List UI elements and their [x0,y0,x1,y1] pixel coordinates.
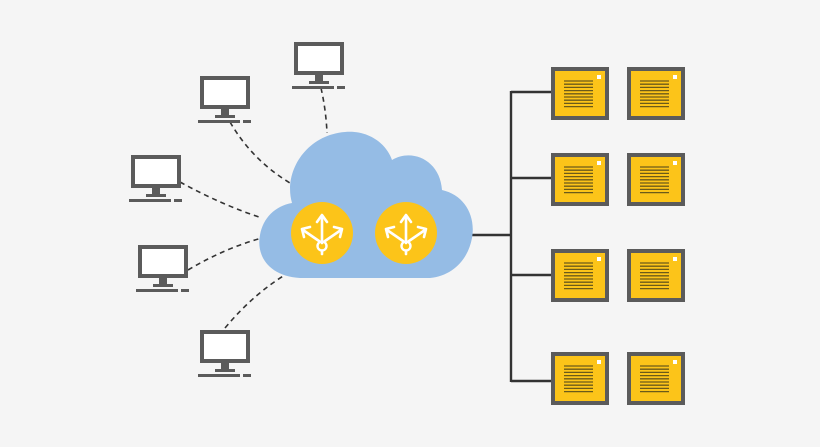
computer-monitor-icon [198,330,251,377]
server-icon [551,67,609,120]
computer-monitor-icon [198,76,251,123]
load-balancer-icon [291,202,353,264]
computer-monitor-icon [136,245,189,292]
server-icon [551,153,609,206]
client-link [224,271,291,329]
server-icon [627,249,685,302]
client-link [320,87,328,134]
server-icon [551,249,609,302]
server-icon [627,153,685,206]
server-bus [472,90,552,383]
servers [551,67,685,405]
clients [129,42,345,377]
server-icon [627,67,685,120]
computer-monitor-icon [129,155,182,202]
server-icon [551,352,609,405]
routers [291,202,437,264]
server-icon [627,352,685,405]
client-link [179,181,263,219]
computer-monitor-icon [292,42,345,89]
client-link [187,237,263,271]
load-balancer-icon [375,202,437,264]
client-links [179,87,328,329]
